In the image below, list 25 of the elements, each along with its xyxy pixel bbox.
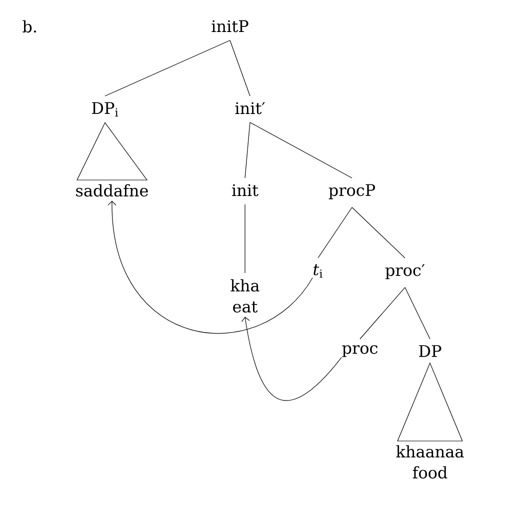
tree-branch (360, 287, 406, 340)
tree-node-label: proc (342, 345, 378, 358)
tree-branch (244, 204, 246, 274)
triangle-branch (76, 122, 148, 180)
tree-node-label: saddafne (76, 184, 148, 197)
tree-node-label: init (232, 184, 258, 196)
tree-branch (104, 40, 230, 96)
word-with-gloss: kha eat (230, 279, 260, 313)
tree-node-label: procP (328, 184, 376, 200)
tree-node-label: t$_{i}$ (314, 264, 322, 278)
tree-branch (230, 40, 250, 96)
tree-branch (318, 207, 352, 258)
tree-branch (244, 122, 250, 178)
movement-arrow (241, 316, 342, 401)
example-letter: b. (22, 20, 36, 33)
tree-node-label: init′ (235, 102, 265, 114)
tree-branch (404, 287, 430, 340)
tree-branch (352, 207, 406, 258)
tree-branch (250, 122, 352, 178)
word-with-gloss: khaanaa food (396, 445, 464, 479)
tree-node-label: initP (212, 20, 248, 32)
tree-node-label: proc′ (385, 264, 425, 280)
tree-node-label: DP (419, 345, 442, 357)
tree-node-label: DP$_{i}$ (92, 102, 118, 116)
movement-arrow (108, 200, 313, 334)
